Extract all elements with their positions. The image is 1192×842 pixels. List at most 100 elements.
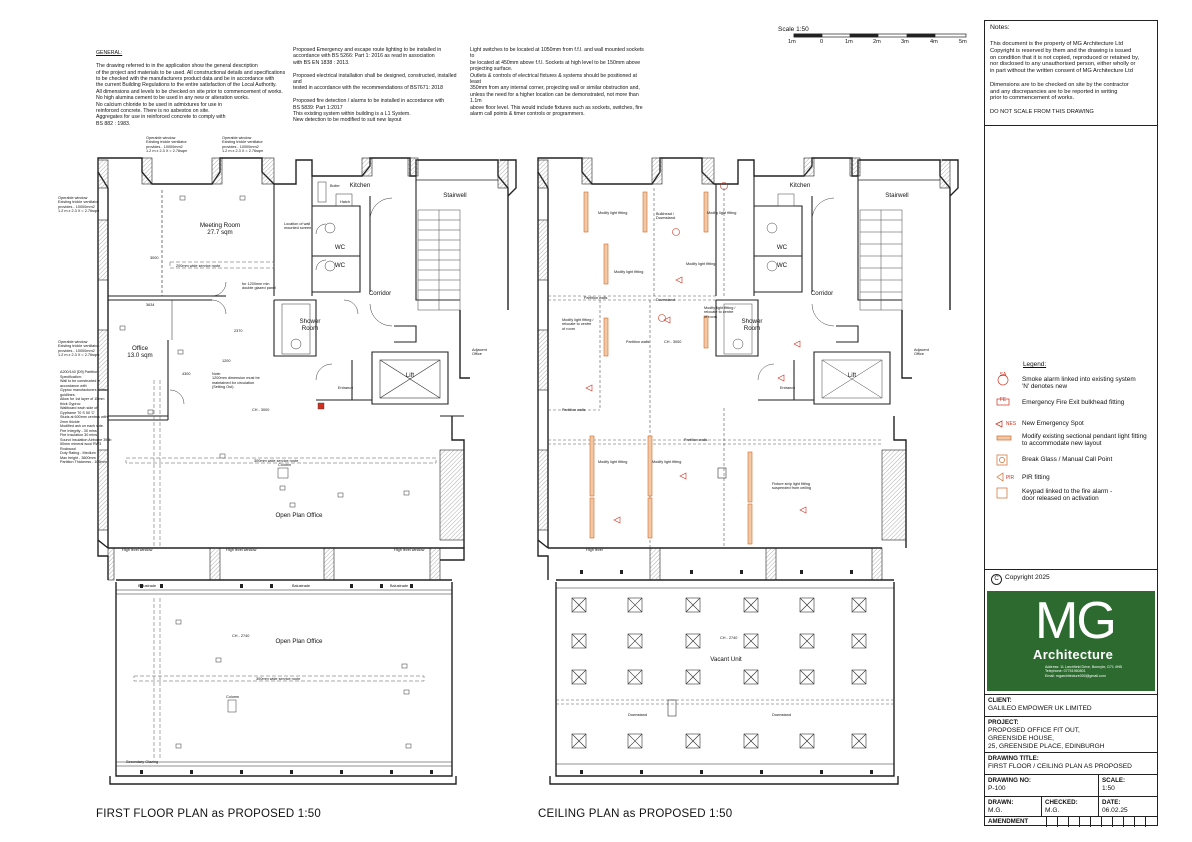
corridor-label: Corridor — [368, 290, 392, 297]
scale-value: 1:50 — [1102, 785, 1115, 792]
scale-label-2: 1m — [845, 39, 853, 45]
ceiling-high-window-label: High level — [586, 548, 603, 552]
legend-break-glass: Break Glass / Manual Call Point — [1022, 456, 1113, 463]
vacant-unit-fittings — [571, 467, 867, 749]
title-block: Notes: This document is the property of … — [984, 20, 1158, 827]
ceiling-stairwell-label: Stairwell — [885, 192, 909, 199]
vacant-unit-label: Vacant Unit — [710, 656, 742, 663]
service-route-label-3: 300mm wide service route — [256, 677, 301, 681]
lift-floor — [379, 359, 441, 399]
door-note: for 1200mm min double glazed panel — [242, 282, 276, 291]
partition-walls-label-2: Partition walls — [626, 340, 650, 344]
clearance-note: Note: 1200mm dimension must be maintaine… — [212, 372, 260, 390]
column-label-1: Column — [278, 463, 292, 467]
scale-bar-title: Scale 1:50 — [778, 26, 809, 33]
dimension-4300: 4300 — [182, 372, 191, 376]
scale-label-4: 3m — [901, 39, 909, 45]
project-value: PROPOSED OFFICE FIT OUT, GREENSIDE HOUSE… — [988, 727, 1105, 750]
emergency-symbols — [585, 182, 807, 524]
date-label: DATE: — [1102, 799, 1121, 806]
copyright-text: Copyright 2025 — [1005, 574, 1050, 581]
logo-architecture: Architecture — [1033, 647, 1114, 662]
screen-note: Location of wall mounted screen — [284, 222, 312, 231]
scale-label-5: 4m — [930, 39, 938, 45]
floor-plan-title: FIRST FLOOR PLAN as PROPOSED 1:50 — [96, 808, 321, 820]
logo-mg: MG — [1035, 592, 1117, 650]
legend-heading: Legend: — [1023, 361, 1047, 368]
emergency-notes: Proposed Emergency and escape route ligh… — [293, 47, 457, 124]
legend-symbol-spot: NES — [1005, 421, 1017, 427]
high-window-label-1: High level window — [122, 548, 153, 552]
drawing-no-row: DRAWING NO: P-100 SCALE: 1:50 — [985, 774, 1157, 797]
ceiling-shower-label: Shower Room — [741, 318, 763, 332]
amendment-label: AMENDMENT — [985, 817, 1047, 827]
stairs-floor — [417, 209, 461, 311]
drawn-row: DRAWN: M.G. CHECKED: M.G. DATE: 06.02.25 — [985, 796, 1157, 817]
dimension-3634: 3634 — [146, 303, 155, 307]
open-plan-label-2: Open Plan Office — [275, 638, 323, 645]
scale-label-1: 0 — [820, 39, 824, 45]
client-label: CLIENT: — [988, 697, 1012, 704]
company-logo: MG Architecture Address: 11 Larchfield D… — [987, 591, 1155, 691]
fixture-note: Fixture strip light fitting suspended fr… — [772, 482, 812, 491]
service-route-label-2: 300mm wide service route — [254, 459, 299, 463]
hatch-label: Hatch — [340, 200, 350, 204]
scale-label-0: 1m — [788, 39, 796, 45]
modify-fitting-4: Modify light fitting — [598, 460, 628, 464]
notes-heading: Notes: — [990, 24, 1010, 31]
partition-walls-label-4: Partition walls — [684, 438, 708, 442]
meeting-room-label: Meeting Room 27.7 sqm — [199, 222, 241, 236]
stairwell-label: Stairwell — [443, 192, 467, 199]
dimension-1200: 1200 — [222, 359, 231, 363]
balustrade-label-1: Balustrade — [138, 584, 157, 588]
legend-pendant-light: Modify existing sectional pendant light … — [1022, 433, 1147, 448]
balustrade-label-3: Balustrade — [390, 584, 409, 588]
legend-symbol-exit: FE — [999, 397, 1007, 403]
operable-window-note-2: Operable window Existing trickle ventila… — [222, 136, 264, 154]
drawing-title-row: DRAWING TITLE: FIRST FLOOR / CEILING PLA… — [985, 752, 1157, 774]
ceiling-entrance-label: Entrance — [780, 386, 796, 390]
dimension-2370: 2370 — [234, 329, 243, 333]
operable-window-note-1: Operable window Existing trickle ventila… — [146, 136, 188, 154]
ceiling-height-2: CH - 2740 — [232, 634, 250, 638]
legend-fire-exit: Emergency Fire Exit bulkhead fitting — [1022, 399, 1125, 406]
ceiling-height-4: CH - 2740 — [720, 636, 738, 640]
general-notes: GENERAL: The drawing referred to in the … — [96, 44, 286, 134]
ceiling-wc-label-2: WC — [776, 262, 788, 269]
high-window-label-3: High level window — [394, 548, 425, 552]
service-route-label-1: 200mm wide service route — [176, 264, 221, 268]
project-row: PROJECT: PROPOSED OFFICE FIT OUT, GREENS… — [985, 716, 1157, 752]
checked-label: CHECKED: — [1045, 799, 1078, 806]
checked-value: M.G. — [1045, 807, 1060, 814]
legend-emergency-spot: New Emergency Spot — [1022, 420, 1084, 427]
legend-smoke-alarm: Smoke alarm linked into existing system … — [1022, 376, 1136, 391]
downstand-label-2: Downstand — [628, 713, 647, 717]
date-value: 06.02.25 — [1102, 807, 1128, 814]
drawing-no-value: P-100 — [988, 785, 1006, 792]
office-label: Office 13.0 sqm — [127, 345, 153, 359]
adjacent-office-label: Adjacent Office — [472, 348, 487, 357]
relocate-fitting-1: Modify light fitting / relocate to centr… — [562, 318, 594, 331]
kitchen-label: Kitchen — [349, 182, 371, 189]
client-row: CLIENT: GALILEO EMPOWER UK LIMITED — [985, 694, 1157, 716]
lift-label: Lift — [405, 372, 415, 379]
legend-symbol-pir: PIR — [1005, 475, 1015, 481]
legend-symbols — [995, 374, 1012, 499]
ceiling-kitchen-label: Kitchen — [789, 182, 811, 189]
balustrade-label-2: Balustrade — [292, 584, 311, 588]
ceiling-plan-title: CEILING PLAN as PROPOSED 1:50 — [538, 808, 733, 820]
client-value: GALILEO EMPOWER UK LIMITED — [988, 705, 1092, 712]
ceiling-lift-label: Lift — [847, 372, 857, 379]
drawn-value: M.G. — [988, 807, 1003, 814]
wc-label-1: WC — [334, 244, 346, 251]
ceiling-wc-label-1: WC — [776, 244, 788, 251]
amendment-row: AMENDMENT — [985, 816, 1157, 827]
ceiling-corridor-label: Corridor — [810, 290, 834, 297]
scale-label-3: 2m — [873, 39, 881, 45]
downstand-label-3: Downstand — [772, 713, 791, 717]
legend-pir: PIR fitting — [1022, 474, 1050, 481]
scale-label-6: 5m — [959, 39, 967, 45]
ceiling-height-1: CH - 3000 — [252, 408, 270, 412]
modify-fitting-6: Modify light fitting — [686, 262, 716, 266]
